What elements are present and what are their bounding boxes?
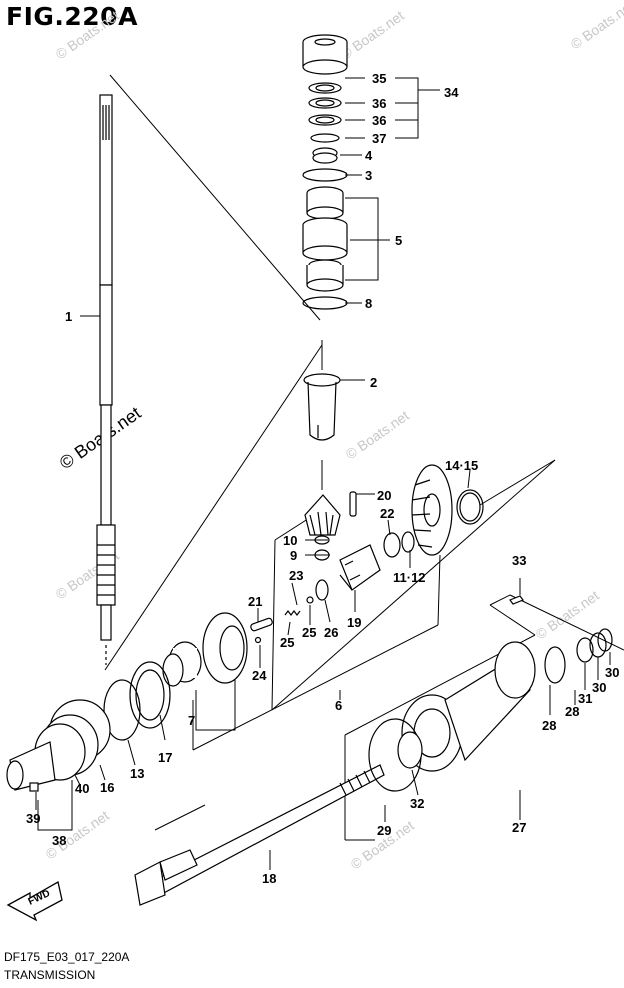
callout-20: 20 <box>377 488 391 503</box>
ball <box>306 596 314 604</box>
callout-34: 34 <box>444 85 459 100</box>
watermark-main: © Boats.net <box>56 403 145 473</box>
callout-25b: 25 <box>302 625 316 640</box>
pin <box>349 491 357 517</box>
pin-small <box>254 636 262 644</box>
thrust-washer <box>103 679 141 741</box>
callout-19: 19 <box>347 615 361 630</box>
callout-31: 31 <box>578 691 592 706</box>
bearing <box>383 532 401 558</box>
leader-lines <box>35 77 611 870</box>
needle-bearing <box>544 646 566 684</box>
push-rod <box>250 617 273 632</box>
fwd-arrow-icon <box>6 880 63 922</box>
callout-8: 8 <box>365 296 372 311</box>
callout-28b: 28 <box>565 704 579 719</box>
propeller-shaft <box>134 764 385 906</box>
callout-40: 40 <box>75 781 89 796</box>
seal-30 <box>576 637 594 663</box>
callout-17: 17 <box>158 750 172 765</box>
callout-2: 2 <box>370 375 377 390</box>
guide-lines <box>104 74 624 841</box>
ring <box>401 531 415 553</box>
callout-30a: 30 <box>605 665 619 680</box>
callout-32: 32 <box>410 796 424 811</box>
drive-shaft <box>96 94 116 665</box>
callout-4: 4 <box>365 148 373 163</box>
callout-36a: 36 <box>372 96 386 111</box>
watermark: © Boats.net <box>338 7 407 62</box>
callout-25a: 25 <box>280 635 294 650</box>
callout-30b: 30 <box>592 680 606 695</box>
callout-36b: 36 <box>372 113 386 128</box>
watermark: © Boats.net <box>53 7 122 62</box>
callout-7: 7 <box>188 713 195 728</box>
callout-14-15: 14·15 <box>445 458 478 473</box>
callout-33: 33 <box>512 553 526 568</box>
callout-24: 24 <box>252 668 267 683</box>
bolt <box>509 595 524 605</box>
pinion-bearing-stack <box>302 34 348 310</box>
callout-35: 35 <box>372 71 386 86</box>
pin-39 <box>29 782 39 792</box>
callout-13: 13 <box>130 766 144 781</box>
callout-11-12: 11·12 <box>393 570 426 585</box>
callout-5: 5 <box>395 233 402 248</box>
pinion-gear <box>304 494 341 536</box>
watermark: © Boats.net <box>343 407 412 462</box>
callout-10: 10 <box>283 533 297 548</box>
clutch-dog <box>339 544 381 591</box>
callout-39: 39 <box>26 811 40 826</box>
callout-3: 3 <box>365 168 372 183</box>
callout-21: 21 <box>248 594 262 609</box>
callout-38: 38 <box>52 833 66 848</box>
spring <box>284 610 301 616</box>
callout-29: 29 <box>377 823 391 838</box>
bearing-32 <box>397 731 423 769</box>
figure-name: TRANSMISSION <box>4 968 96 982</box>
callout-6: 6 <box>335 698 342 713</box>
sleeve <box>303 373 341 441</box>
figure-code: DF175_E03_017_220A <box>4 950 130 964</box>
thrust-bearing <box>129 661 171 729</box>
callout-1: 1 <box>65 309 72 324</box>
bushing <box>315 579 329 601</box>
forward-gear <box>411 464 453 556</box>
callout-16: 16 <box>100 780 114 795</box>
callout-18: 18 <box>262 871 276 886</box>
callout-28a: 28 <box>542 718 556 733</box>
callout-37: 37 <box>372 131 386 146</box>
bearing-housing <box>6 699 111 792</box>
shim <box>456 489 484 525</box>
callout-9: 9 <box>290 548 297 563</box>
callout-27: 27 <box>512 820 526 835</box>
callout-26: 26 <box>324 625 338 640</box>
callout-22: 22 <box>380 506 394 521</box>
figure-title: FIG.220A <box>6 2 138 31</box>
retaining-ring <box>597 628 613 652</box>
reverse-gear <box>162 612 248 687</box>
callout-23: 23 <box>289 568 303 583</box>
watermark: © Boats.net <box>568 0 624 52</box>
